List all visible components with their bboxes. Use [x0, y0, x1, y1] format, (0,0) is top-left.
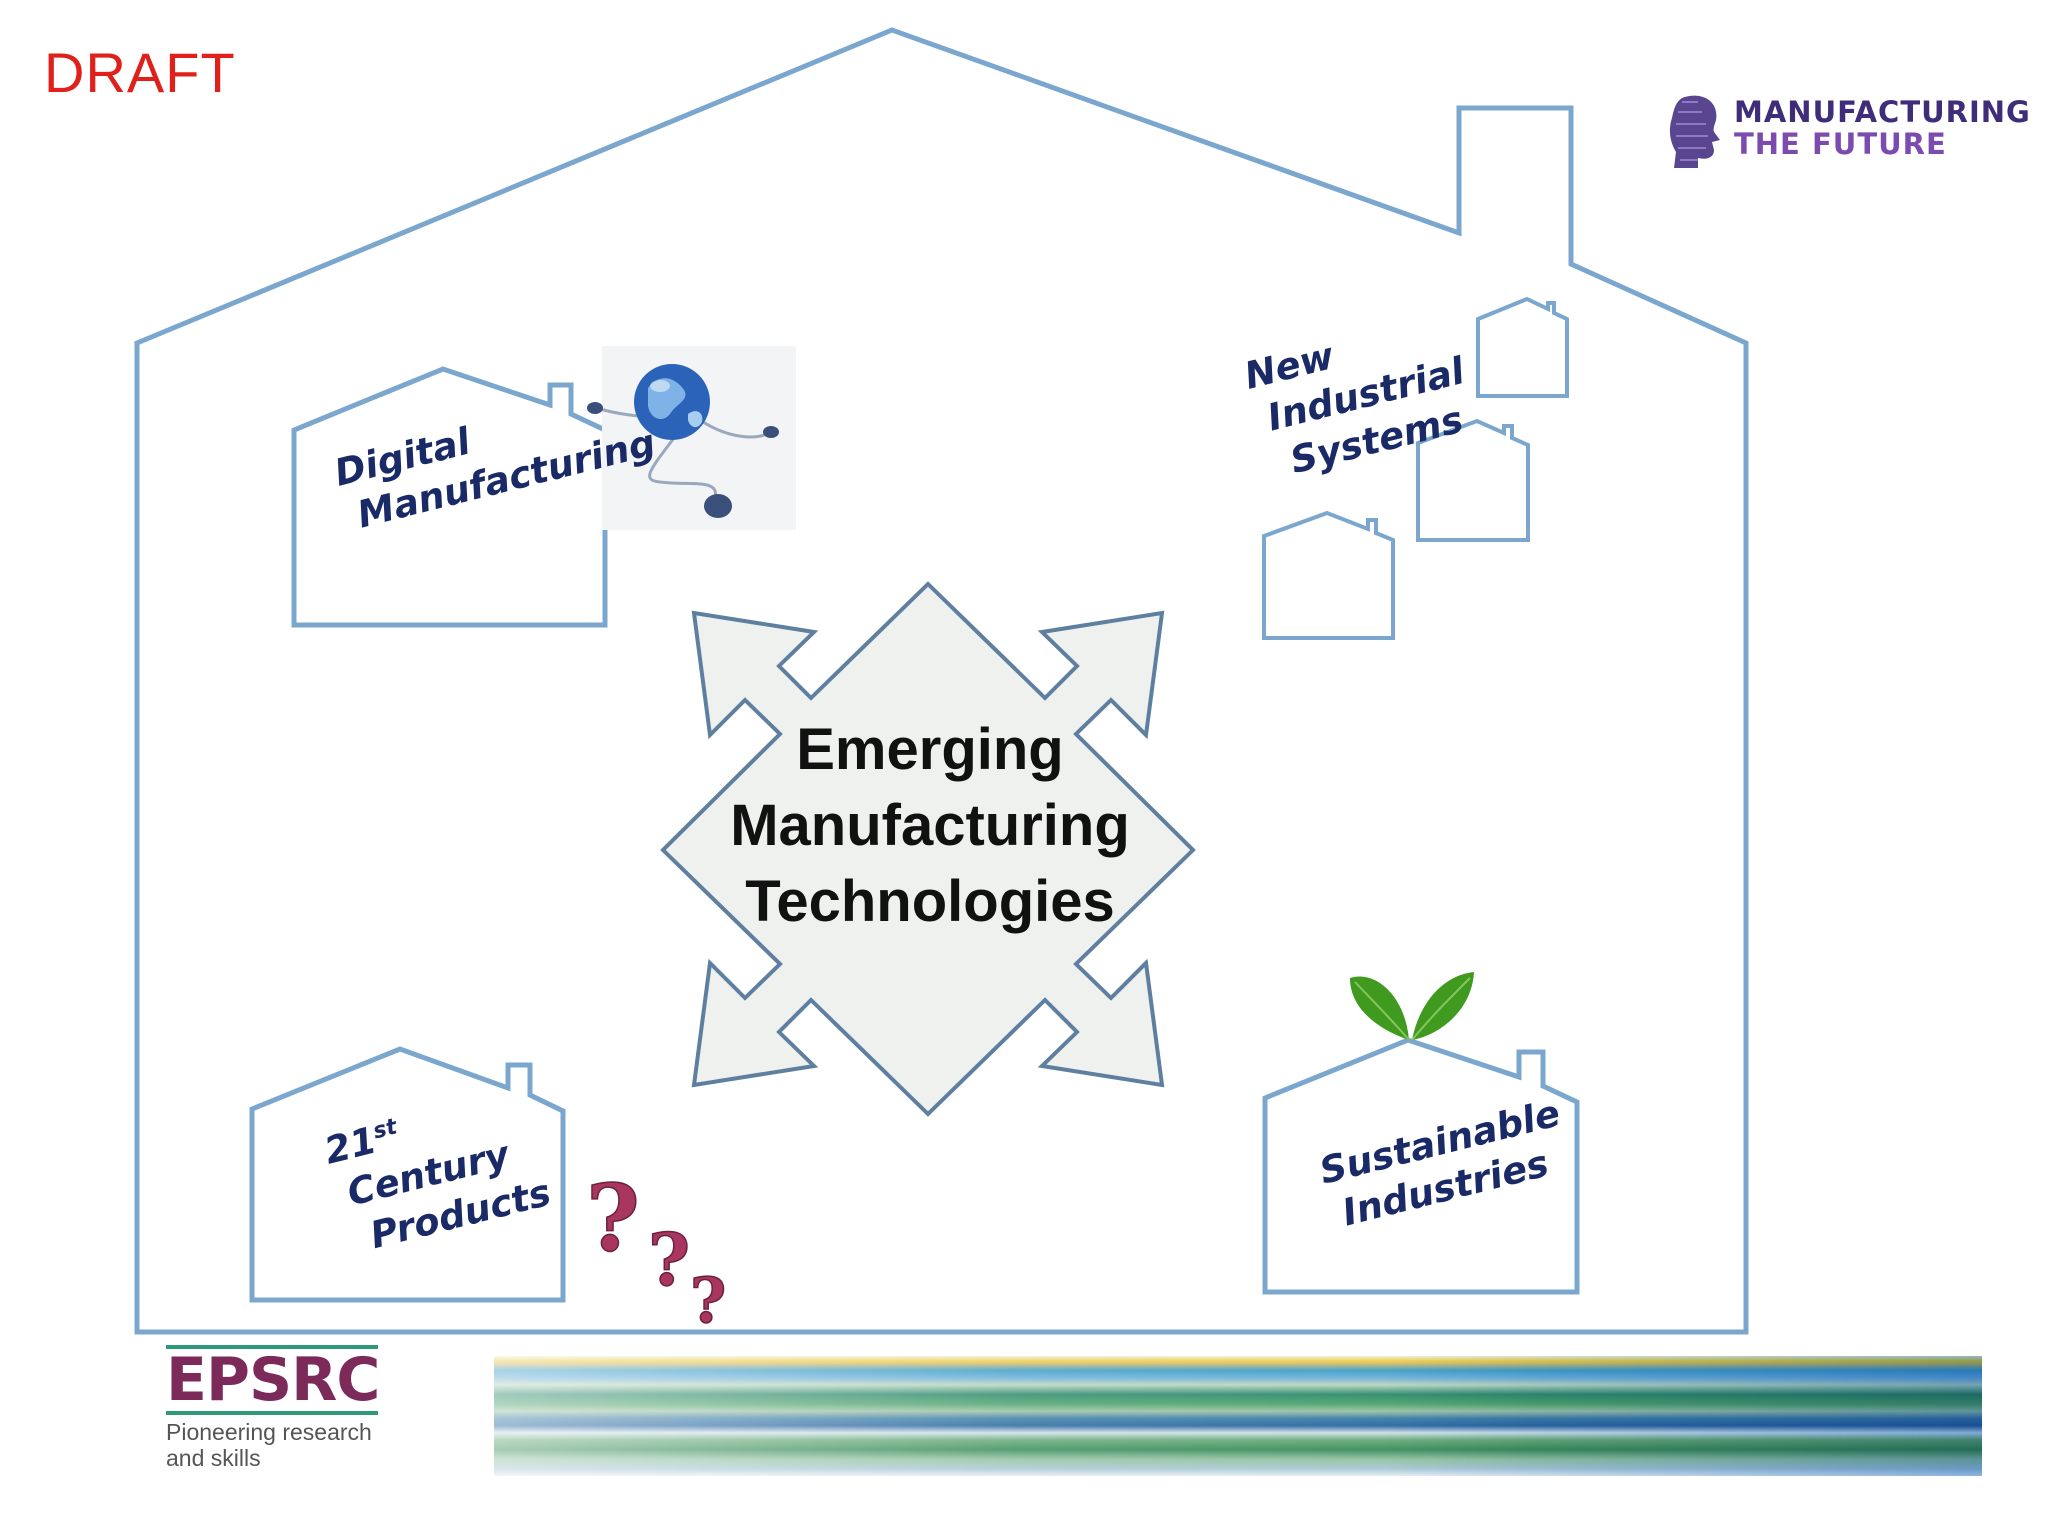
house-small-1	[1476, 296, 1569, 398]
main-house-outline	[134, 27, 1749, 1335]
epsrc-logo: EPSRC Pioneering research and skills	[166, 1345, 386, 1471]
draft-label: DRAFT	[44, 41, 236, 104]
center-label: Emerging Manufacturing Technologies	[700, 712, 1160, 940]
globe-network-icon	[587, 346, 796, 530]
leaf-icon	[1350, 972, 1474, 1041]
mtf-line2: THE FUTURE	[1734, 127, 1947, 161]
manufacturing-the-future-logo: MANUFACTURING THE FUTURE	[1668, 92, 2030, 174]
house-small-2	[1416, 418, 1530, 542]
epsrc-wordmark: EPSRC	[166, 1345, 380, 1415]
svg-text:?: ?	[648, 1217, 690, 1302]
svg-text:?: ?	[586, 1164, 640, 1272]
center-line2: Manufacturing	[730, 793, 1130, 858]
question-marks-icon: ? ? ?	[585, 1163, 727, 1338]
label-century-sup: st	[370, 1114, 400, 1145]
svg-text:?: ?	[690, 1264, 726, 1337]
center-line1: Emerging	[796, 717, 1064, 782]
epsrc-bottom-rule	[166, 1411, 378, 1415]
emerging-technologies-shape	[660, 581, 1196, 1117]
mtf-wordmark: MANUFACTURING THE FUTURE	[1734, 96, 2031, 160]
face-profile-icon	[1669, 95, 1720, 168]
banner-fade	[494, 1356, 1982, 1476]
epsrc-tagline-line2: and skills	[166, 1445, 261, 1471]
epsrc-top-rule	[166, 1345, 378, 1349]
epsrc-tagline: Pioneering research and skills	[166, 1419, 386, 1471]
house-century	[249, 1046, 566, 1303]
center-diamond-arrows	[660, 581, 1196, 1117]
epsrc-tagline-line1: Pioneering research	[166, 1419, 372, 1445]
house-sustainable	[1262, 1037, 1580, 1295]
mtf-line1: MANUFACTURING	[1734, 95, 2031, 129]
footer-banner-image	[494, 1356, 1982, 1476]
house-small-3	[1262, 510, 1395, 640]
center-line3: Technologies	[745, 869, 1115, 934]
